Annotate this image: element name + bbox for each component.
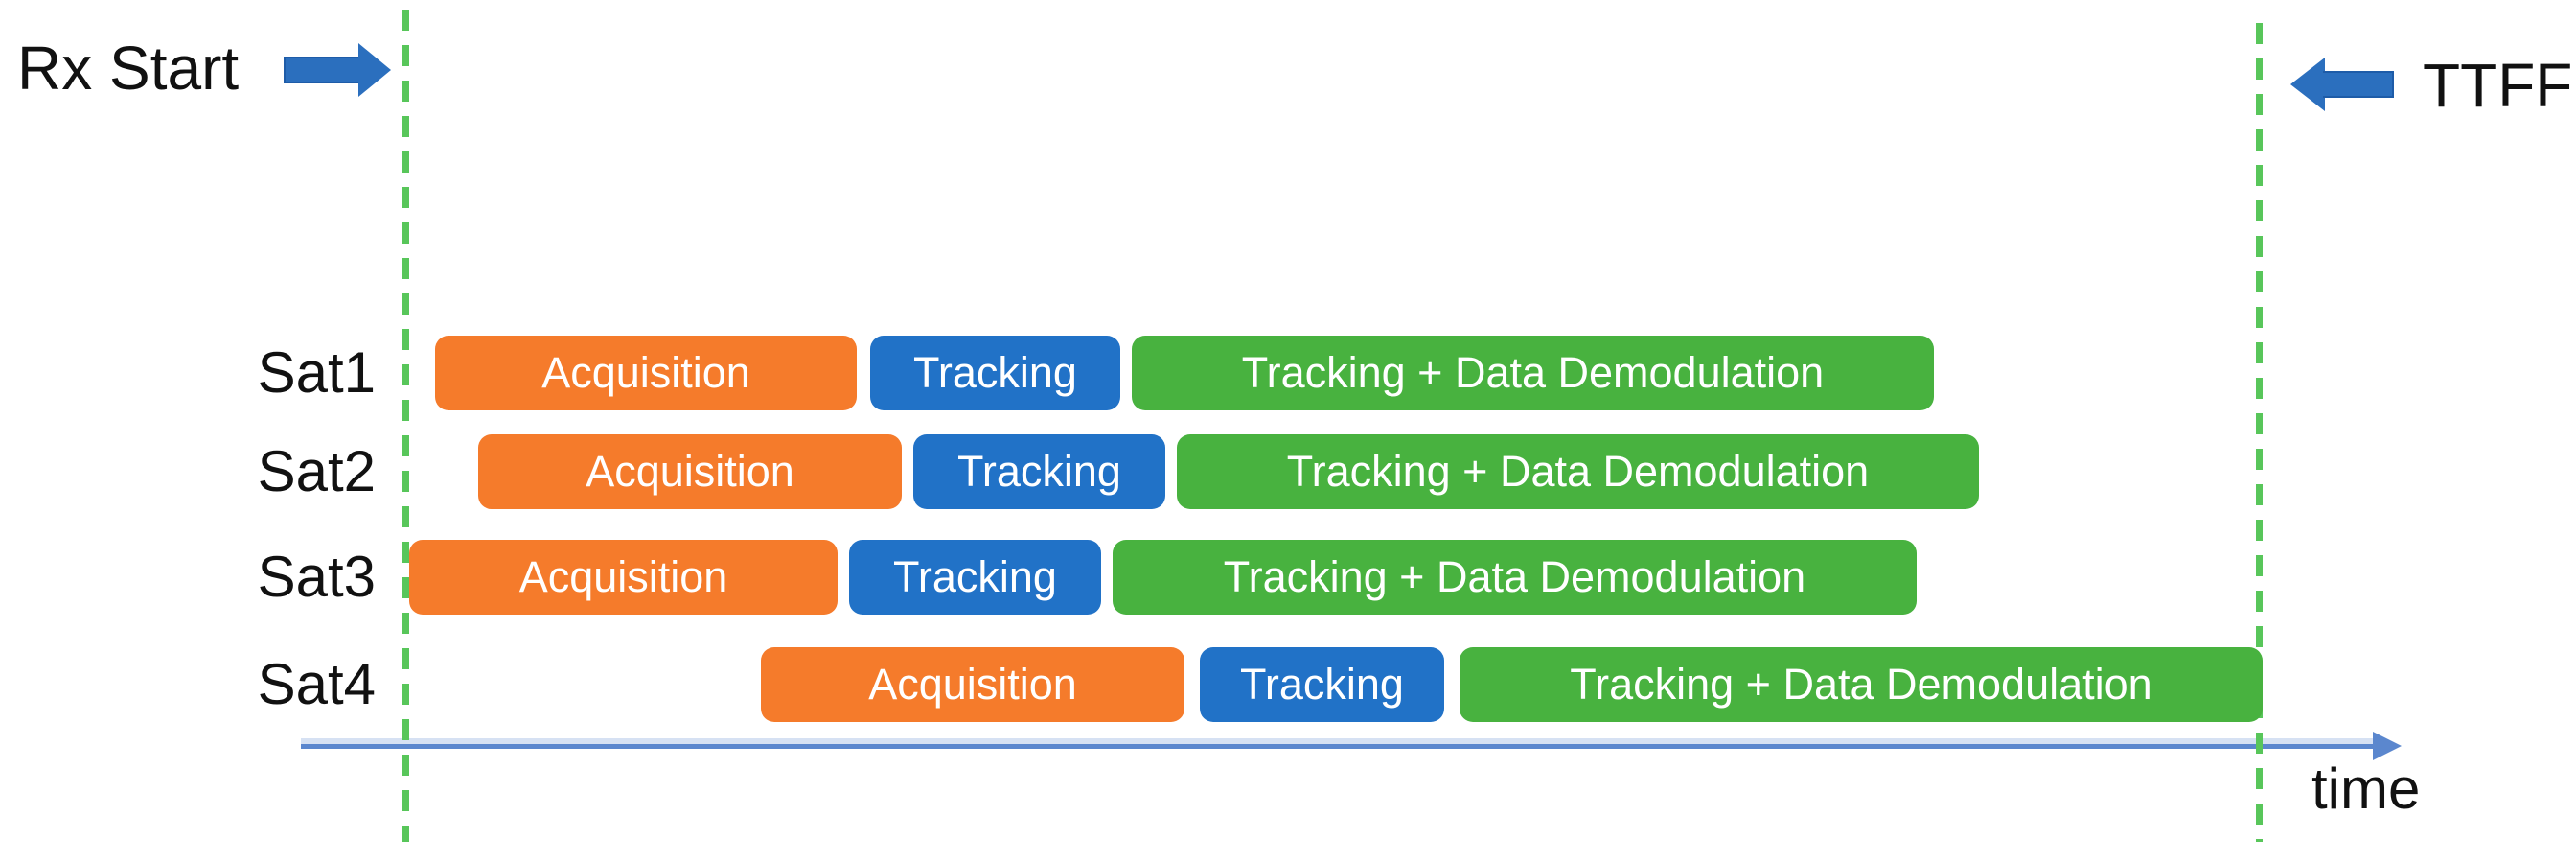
bar-acquisition-sat2: Acquisition (478, 434, 902, 509)
bar-tracking-data-sat4: Tracking + Data Demodulation (1460, 647, 2263, 722)
arrow-head (358, 43, 391, 97)
bar-tracking-sat1: Tracking (870, 336, 1120, 410)
bar-tracking-data-sat2: Tracking + Data Demodulation (1177, 434, 1979, 509)
ttff-label: TTFF (2423, 51, 2573, 120)
row-label-sat3: Sat3 (257, 545, 376, 609)
arrow-shaft (2323, 71, 2394, 98)
rx-start-label: Rx Start (17, 34, 240, 103)
row-label-sat2: Sat2 (257, 439, 376, 503)
bar-tracking-sat2: Tracking (913, 434, 1165, 509)
row-label-sat1: Sat1 (257, 340, 376, 405)
time-axis-line (301, 744, 2375, 749)
rx-start-marker-line (402, 10, 409, 842)
time-axis-arrowhead-icon (2373, 732, 2402, 760)
right-arrow-icon (284, 43, 391, 97)
arrow-shaft (284, 57, 362, 83)
row-label-sat4: Sat4 (257, 652, 376, 716)
time-axis-label: time (2312, 757, 2421, 821)
bar-tracking-sat4: Tracking (1200, 647, 1444, 722)
time-axis-glow (301, 738, 2375, 744)
bar-acquisition-sat3: Acquisition (409, 540, 838, 615)
bar-tracking-data-sat1: Tracking + Data Demodulation (1132, 336, 1934, 410)
ttff-marker-line (2256, 23, 2263, 842)
arrow-head (2290, 58, 2325, 111)
left-arrow-icon (2290, 58, 2396, 111)
bar-acquisition-sat1: Acquisition (435, 336, 857, 410)
bar-acquisition-sat4: Acquisition (761, 647, 1184, 722)
bar-tracking-data-sat3: Tracking + Data Demodulation (1113, 540, 1917, 615)
bar-tracking-sat3: Tracking (849, 540, 1101, 615)
